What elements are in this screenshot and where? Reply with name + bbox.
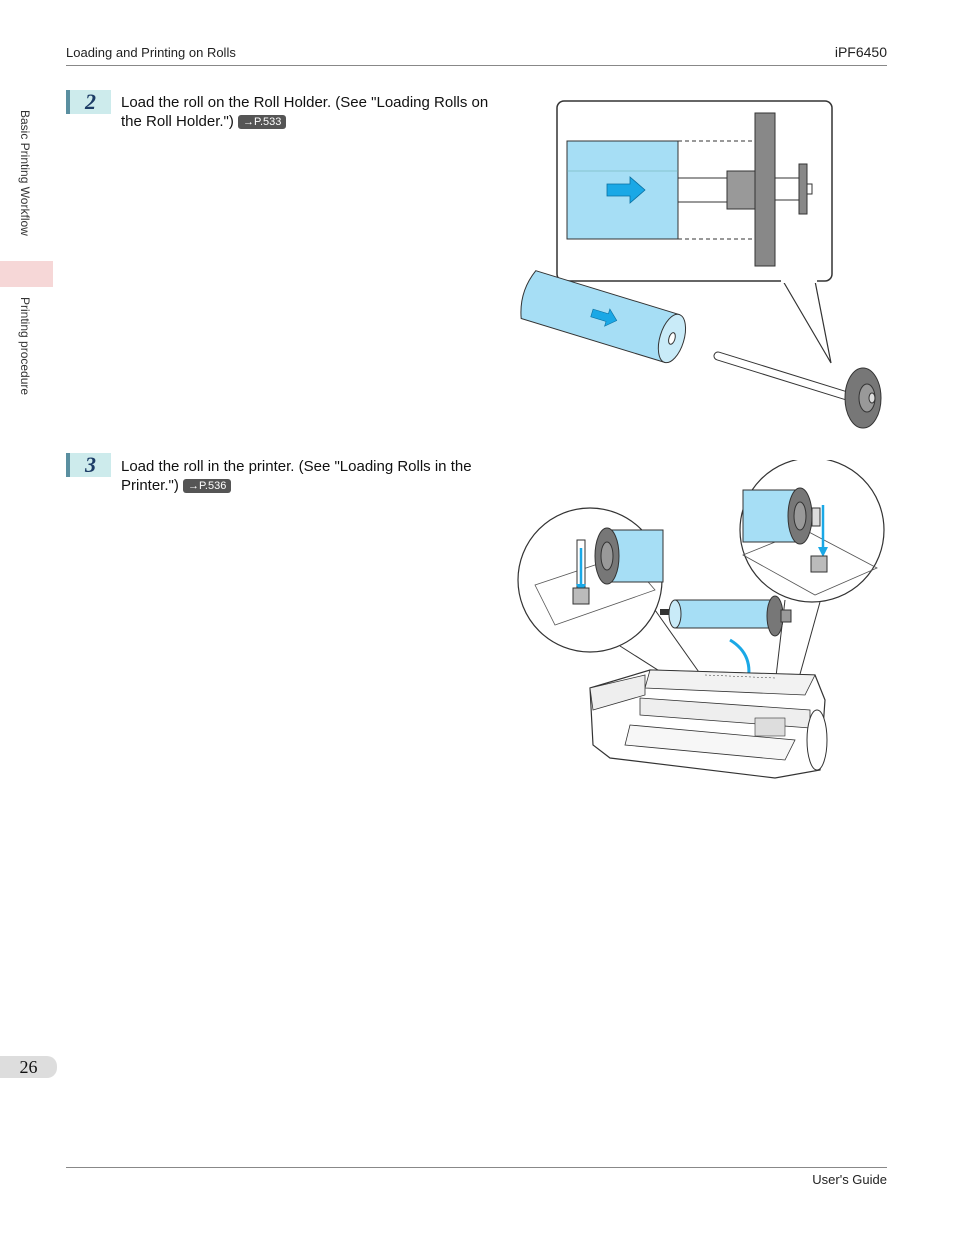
page-number: 26	[0, 1056, 57, 1078]
step-number-3: 3	[66, 453, 111, 477]
side-tab-highlight	[0, 261, 53, 287]
footer-guide-title: User's Guide	[812, 1172, 887, 1187]
printer-roll-loading-illustration	[517, 460, 885, 779]
running-header-section: Loading and Printing on Rolls	[66, 45, 236, 60]
roll-holder-illustration	[520, 100, 882, 429]
step-2-text: Load the roll on the Roll Holder. (See "…	[121, 94, 489, 130]
footer-divider	[66, 1167, 887, 1168]
header-divider	[66, 65, 887, 66]
page-ref-link[interactable]: →P.533	[238, 115, 287, 129]
step-number-2: 2	[66, 90, 111, 114]
step-2-instruction: Load the roll on the Roll Holder. (See "…	[121, 93, 511, 131]
side-tab-printing-procedure[interactable]: Printing procedure	[18, 297, 32, 396]
step-3-instruction: Load the roll in the printer. (See "Load…	[121, 457, 511, 495]
running-header-model: iPF6450	[834, 44, 887, 60]
side-tab-basic-printing-workflow[interactable]: Basic Printing Workflow	[18, 110, 32, 236]
page-ref-link[interactable]: →P.536	[183, 479, 232, 493]
step-3-text: Load the roll in the printer. (See "Load…	[121, 458, 472, 494]
